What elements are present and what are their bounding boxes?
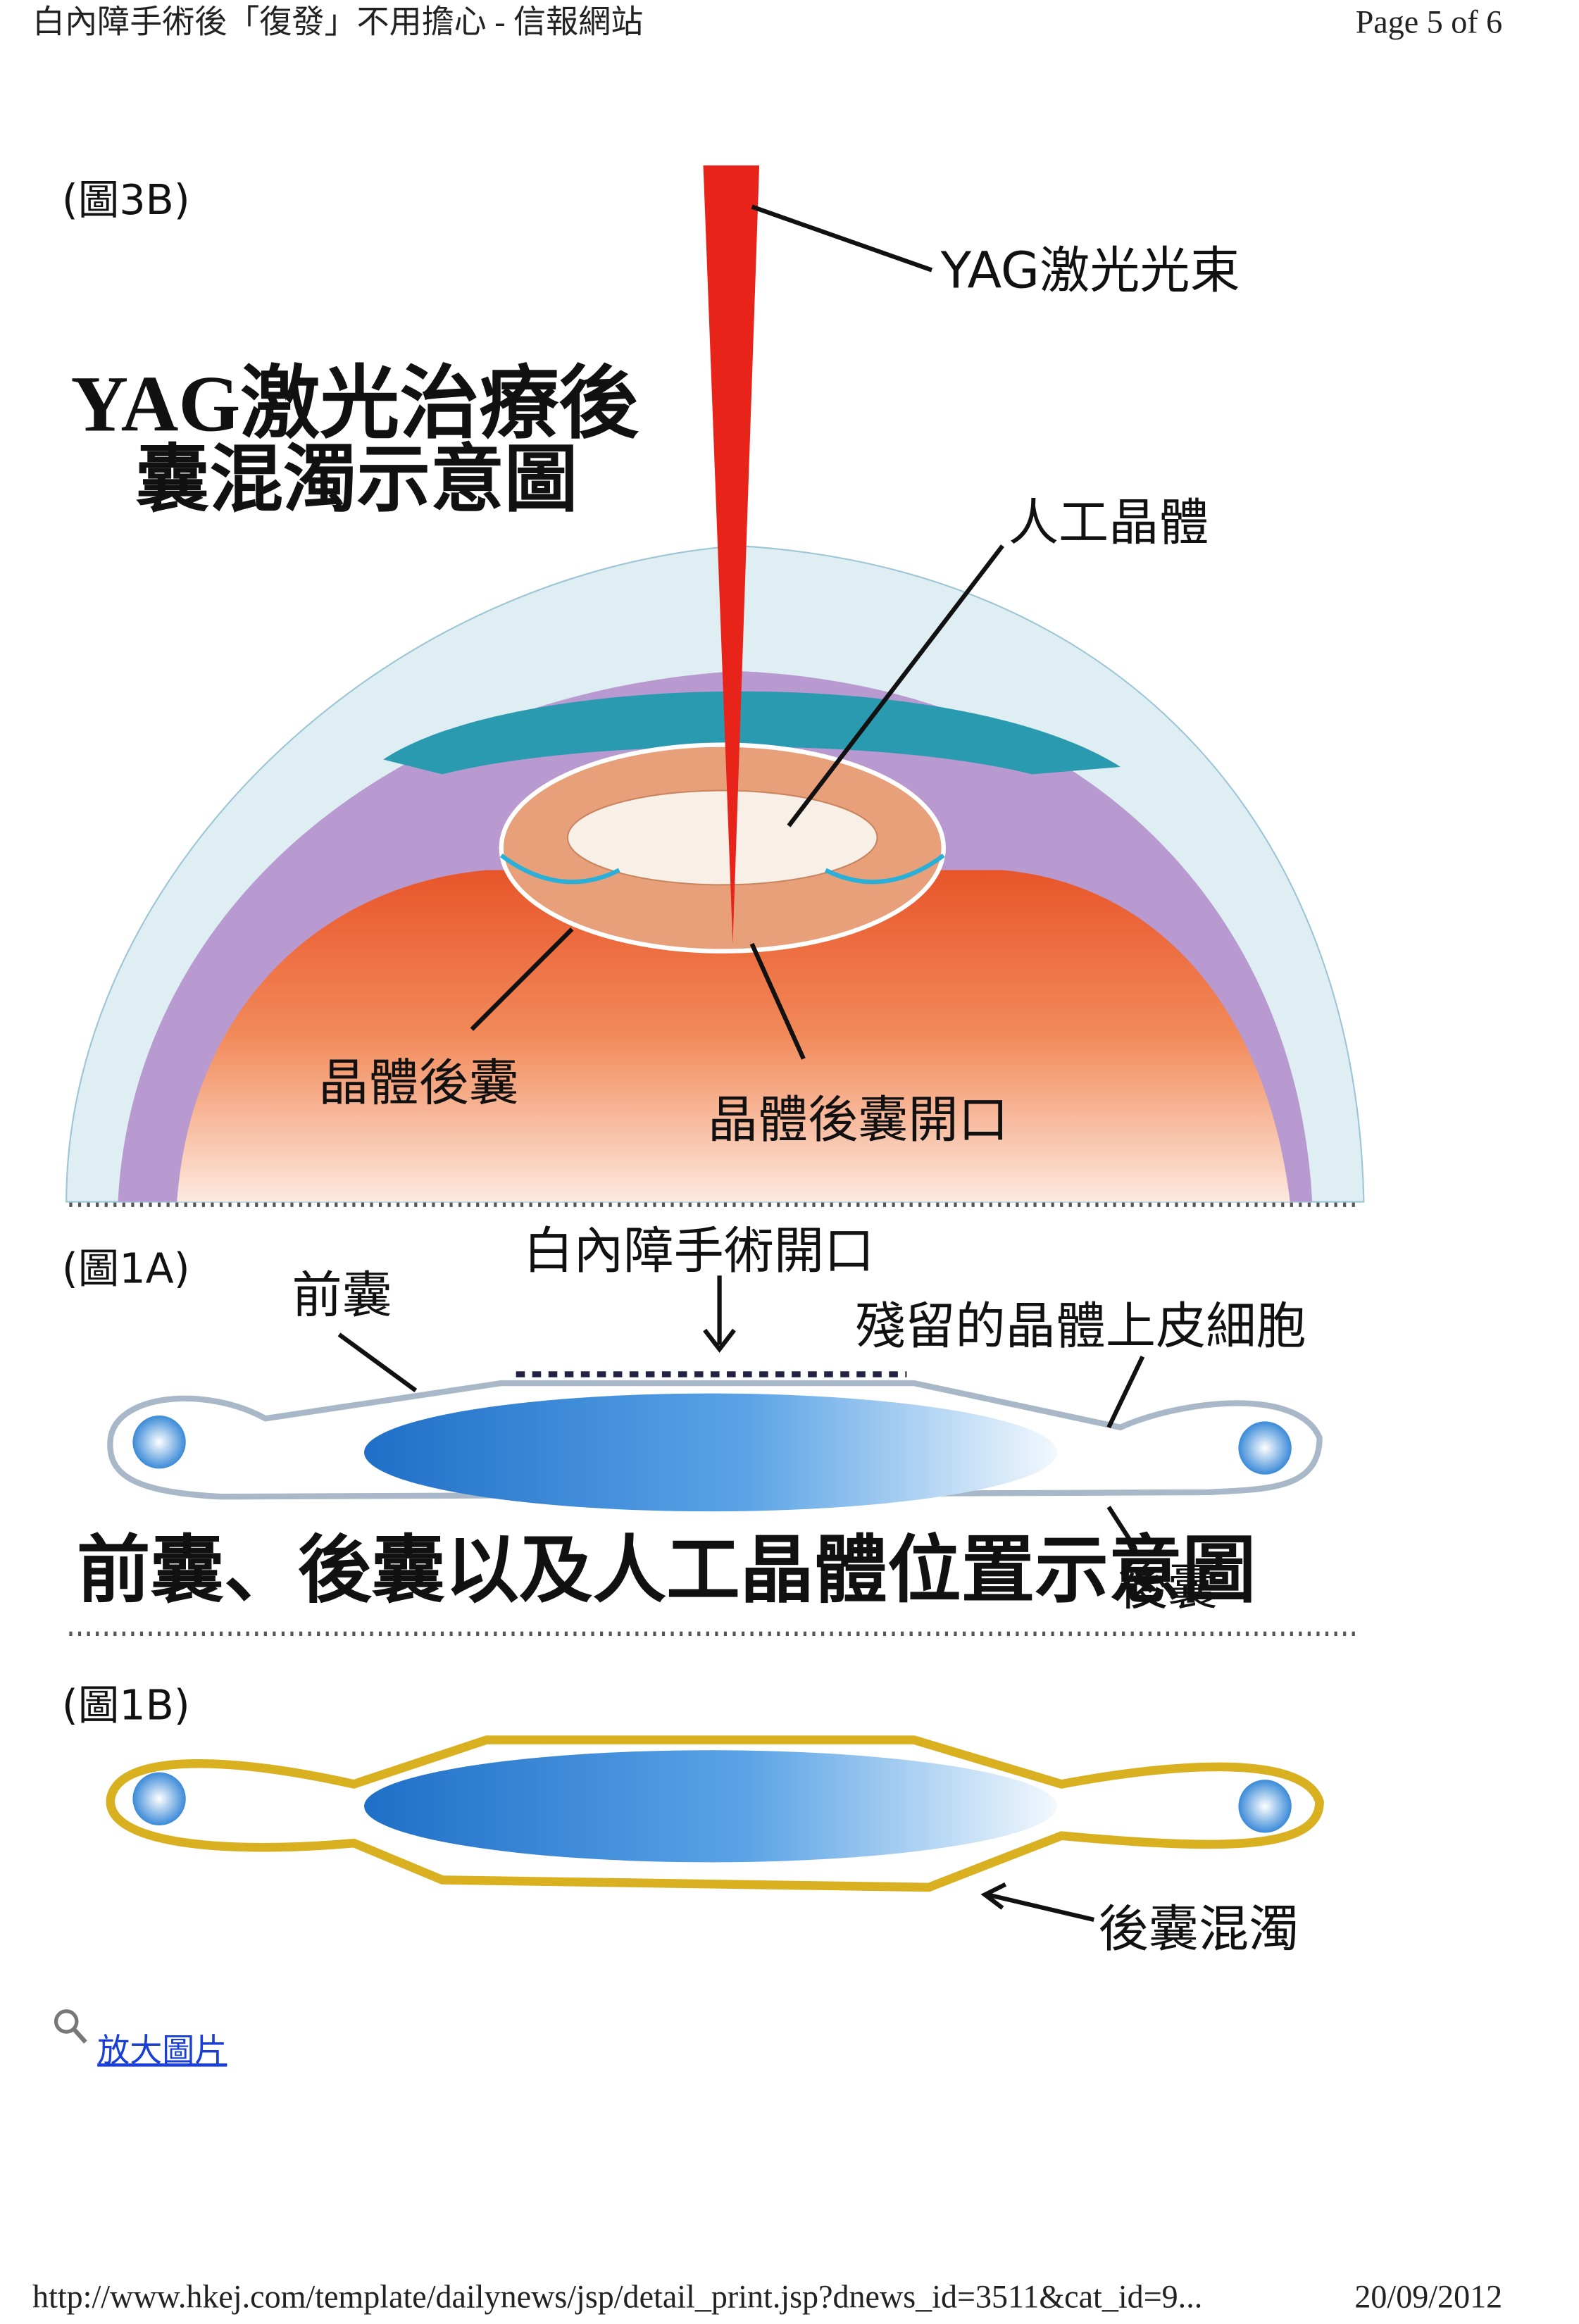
arrow-icon <box>703 1275 736 1354</box>
haptic-ball <box>1238 1421 1292 1475</box>
arrow-icon <box>337 1332 418 1393</box>
posterior-capsule-label: 晶體後囊 <box>318 1054 519 1112</box>
figure-title-line1: YAG激光治療後 <box>70 361 639 449</box>
figure-3b: (圖3B) YAG激光光束 YAG激光治療後 囊混濁示意圖 人工晶體 晶體後囊 … <box>62 165 1365 1203</box>
iol-lens <box>364 1393 1057 1512</box>
yag-laser-beam <box>703 165 760 944</box>
pointer-line <box>749 942 806 1060</box>
iol-label: 人工晶體 <box>1009 494 1209 552</box>
surgery-opening-label: 白內障手術開口 <box>523 1222 874 1280</box>
residual-cells-label: 殘留的晶體上皮細胞 <box>855 1297 1306 1355</box>
posterior-capsule-label: 後囊 <box>1118 1558 1218 1616</box>
figure-label: (圖1B) <box>62 1681 190 1729</box>
anterior-capsule-label: 前囊 <box>292 1266 392 1325</box>
arrow-icon <box>980 1882 1095 1923</box>
capsule-opening-label: 晶體後囊開口 <box>708 1090 1009 1149</box>
page-number: Page 5 of 6 <box>1356 4 1502 39</box>
figure-title: 前囊、後囊以及人工晶體位置示意圖 <box>77 1530 1256 1611</box>
footer-date: 20/09/2012 <box>1354 2279 1502 2315</box>
pointer-line <box>787 544 1004 827</box>
footer-url: http://www.hkej.com/template/dailynews/j… <box>32 2279 1202 2315</box>
header-title: 白內障手術後「復發」不用擔心 - 信報網站 <box>32 4 643 39</box>
figure-label: (圖1A) <box>62 1245 190 1293</box>
haptic-ball <box>132 1416 186 1469</box>
pointer-line <box>751 204 933 273</box>
figure-label: (圖3B) <box>62 176 190 224</box>
iol-lens <box>364 1750 1057 1863</box>
arrow-icon <box>1106 1506 1137 1550</box>
haptic-ball <box>1238 1780 1292 1833</box>
pointer-line <box>470 927 574 1031</box>
opacity-label: 後囊混濁 <box>1099 1900 1299 1958</box>
laser-label: YAG激光光束 <box>940 242 1240 300</box>
enlarge-image-link[interactable]: 放大圖片 <box>97 2032 227 2068</box>
search-icon[interactable] <box>54 2009 87 2044</box>
figure-title-line2: 囊混濁示意圖 <box>136 439 578 520</box>
haptic-ball <box>132 1772 186 1826</box>
cornea-blue <box>383 691 1121 775</box>
eye-interior <box>177 870 1290 1202</box>
arrow-icon <box>1106 1355 1145 1429</box>
figure-1b: (圖1B) 後囊混濁 <box>62 1681 1324 1958</box>
iol-haptics <box>499 854 945 885</box>
figure-1a: (圖1A) 前囊 白內障手術開口 殘留的晶體上皮細胞 前囊、後囊以及人工晶體位置… <box>62 1222 1323 1616</box>
